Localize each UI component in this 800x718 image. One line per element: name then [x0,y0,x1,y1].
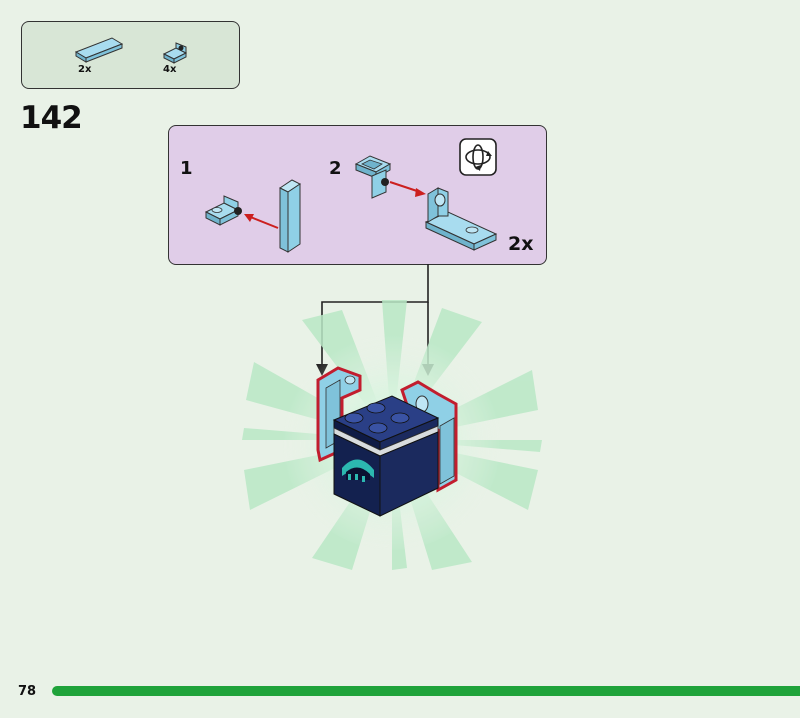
vertical-plate-piece [279,179,301,253]
arrow-line [389,181,421,193]
main-model-illustration [242,300,542,570]
l-bracket-assembly [424,187,498,251]
arrow-head [415,188,426,197]
dark-blue-brick [332,395,440,451]
parts-list-box [21,21,240,89]
sub-assembly-multiplier: 2x [508,233,534,255]
substep-number-1: 1 [180,158,193,179]
tile-part-icon [74,37,124,63]
bracket-piece [354,155,392,199]
bracket-part-icon [162,42,188,64]
progress-bar [52,686,800,696]
substep-1-illustration [204,179,301,253]
rotate-model-icon [459,138,497,176]
substep-2-illustration [354,155,498,251]
arrow-head [244,214,254,222]
printed-face-block [333,431,439,517]
substep-number-2: 2 [329,158,342,179]
arrow-line [247,215,279,229]
bracket-quantity: 4x [163,64,177,75]
bracket-piece [204,195,242,226]
tile-quantity: 2x [78,64,92,75]
page-number: 78 [18,684,37,699]
step-number: 142 [20,100,83,136]
